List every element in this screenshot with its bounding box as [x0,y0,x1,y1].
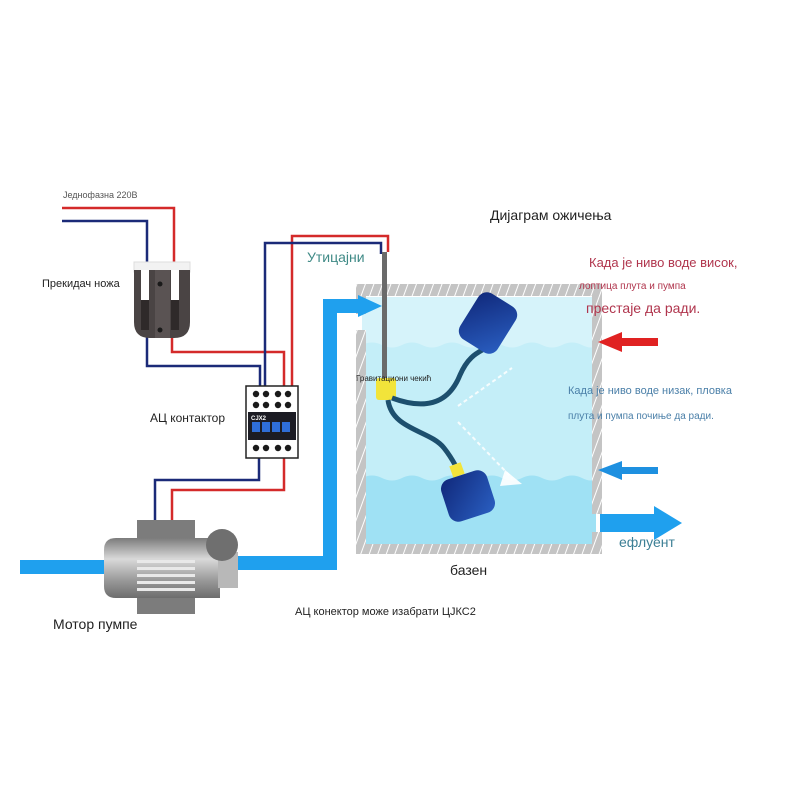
knife-switch-label: Прекидач ножа [42,278,120,290]
high-level-arrow [598,332,658,352]
ac-contactor: CJX2 [245,385,299,459]
contactor-model-mark: CJX2 [251,416,267,422]
float-ball-high [458,292,518,354]
effluent-label: ефлуент [619,534,675,550]
contactor-to-motor-neutral [153,456,261,520]
tank-label: базен [450,562,488,578]
inlet-label: Утицајни [307,249,365,265]
tank-wall-top [356,284,602,296]
inlet-arrow-head [358,295,382,317]
supply-neutral-wire [62,219,149,262]
connector-note: АЦ конектор може изабрати ЦЈКС2 [295,606,476,618]
supply-live-wire [62,206,176,262]
counterweight-label: Гравитациони чекић [356,374,432,383]
float-switch [376,252,522,522]
contactor-to-float-live [290,234,390,386]
tank-wall-right-lower [592,532,602,554]
tank-wall-left [356,330,366,554]
low-level-note-line2: плута и пумпа почиње да ради. [568,411,714,422]
switch-neutral-to-contactor [145,332,262,386]
wiring [62,206,390,520]
switch-live-to-contactor [170,332,286,386]
high-level-note-line2: лоптица плута и пумпа [579,281,686,292]
contactor-to-float-neutral [263,241,383,386]
low-level-arrow [598,461,658,480]
tank-wall-right-upper [592,284,602,514]
tank-wall-bottom [356,544,602,554]
float-ball-low [440,470,496,522]
suction-pipe [20,560,112,574]
counterweight [376,378,396,400]
ac-contactor-label: АЦ контактор [150,411,226,425]
float-cable-rod [382,252,387,378]
effluent-arrow-head [654,506,682,540]
diagram-title: Дијаграм ожичења [490,207,612,223]
low-level-note-line1: Када је ниво воде низак, пловка [568,385,732,397]
knife-switch [133,261,191,338]
contactor-to-motor-live [170,456,286,520]
pump-motor-label: Мотор пумпе [53,616,138,632]
float-cable-high [391,343,492,407]
power-supply-label: Једнофазна 220В [63,190,138,200]
high-level-note-line1: Када је ниво воде висок, [589,255,738,270]
pump-motor [104,520,238,614]
effluent-pipe [600,514,656,532]
float-cable-low [385,399,461,472]
pipes [20,295,682,574]
high-level-note-line3: престаје да ради. [586,300,701,316]
discharge-pipe [236,299,362,570]
